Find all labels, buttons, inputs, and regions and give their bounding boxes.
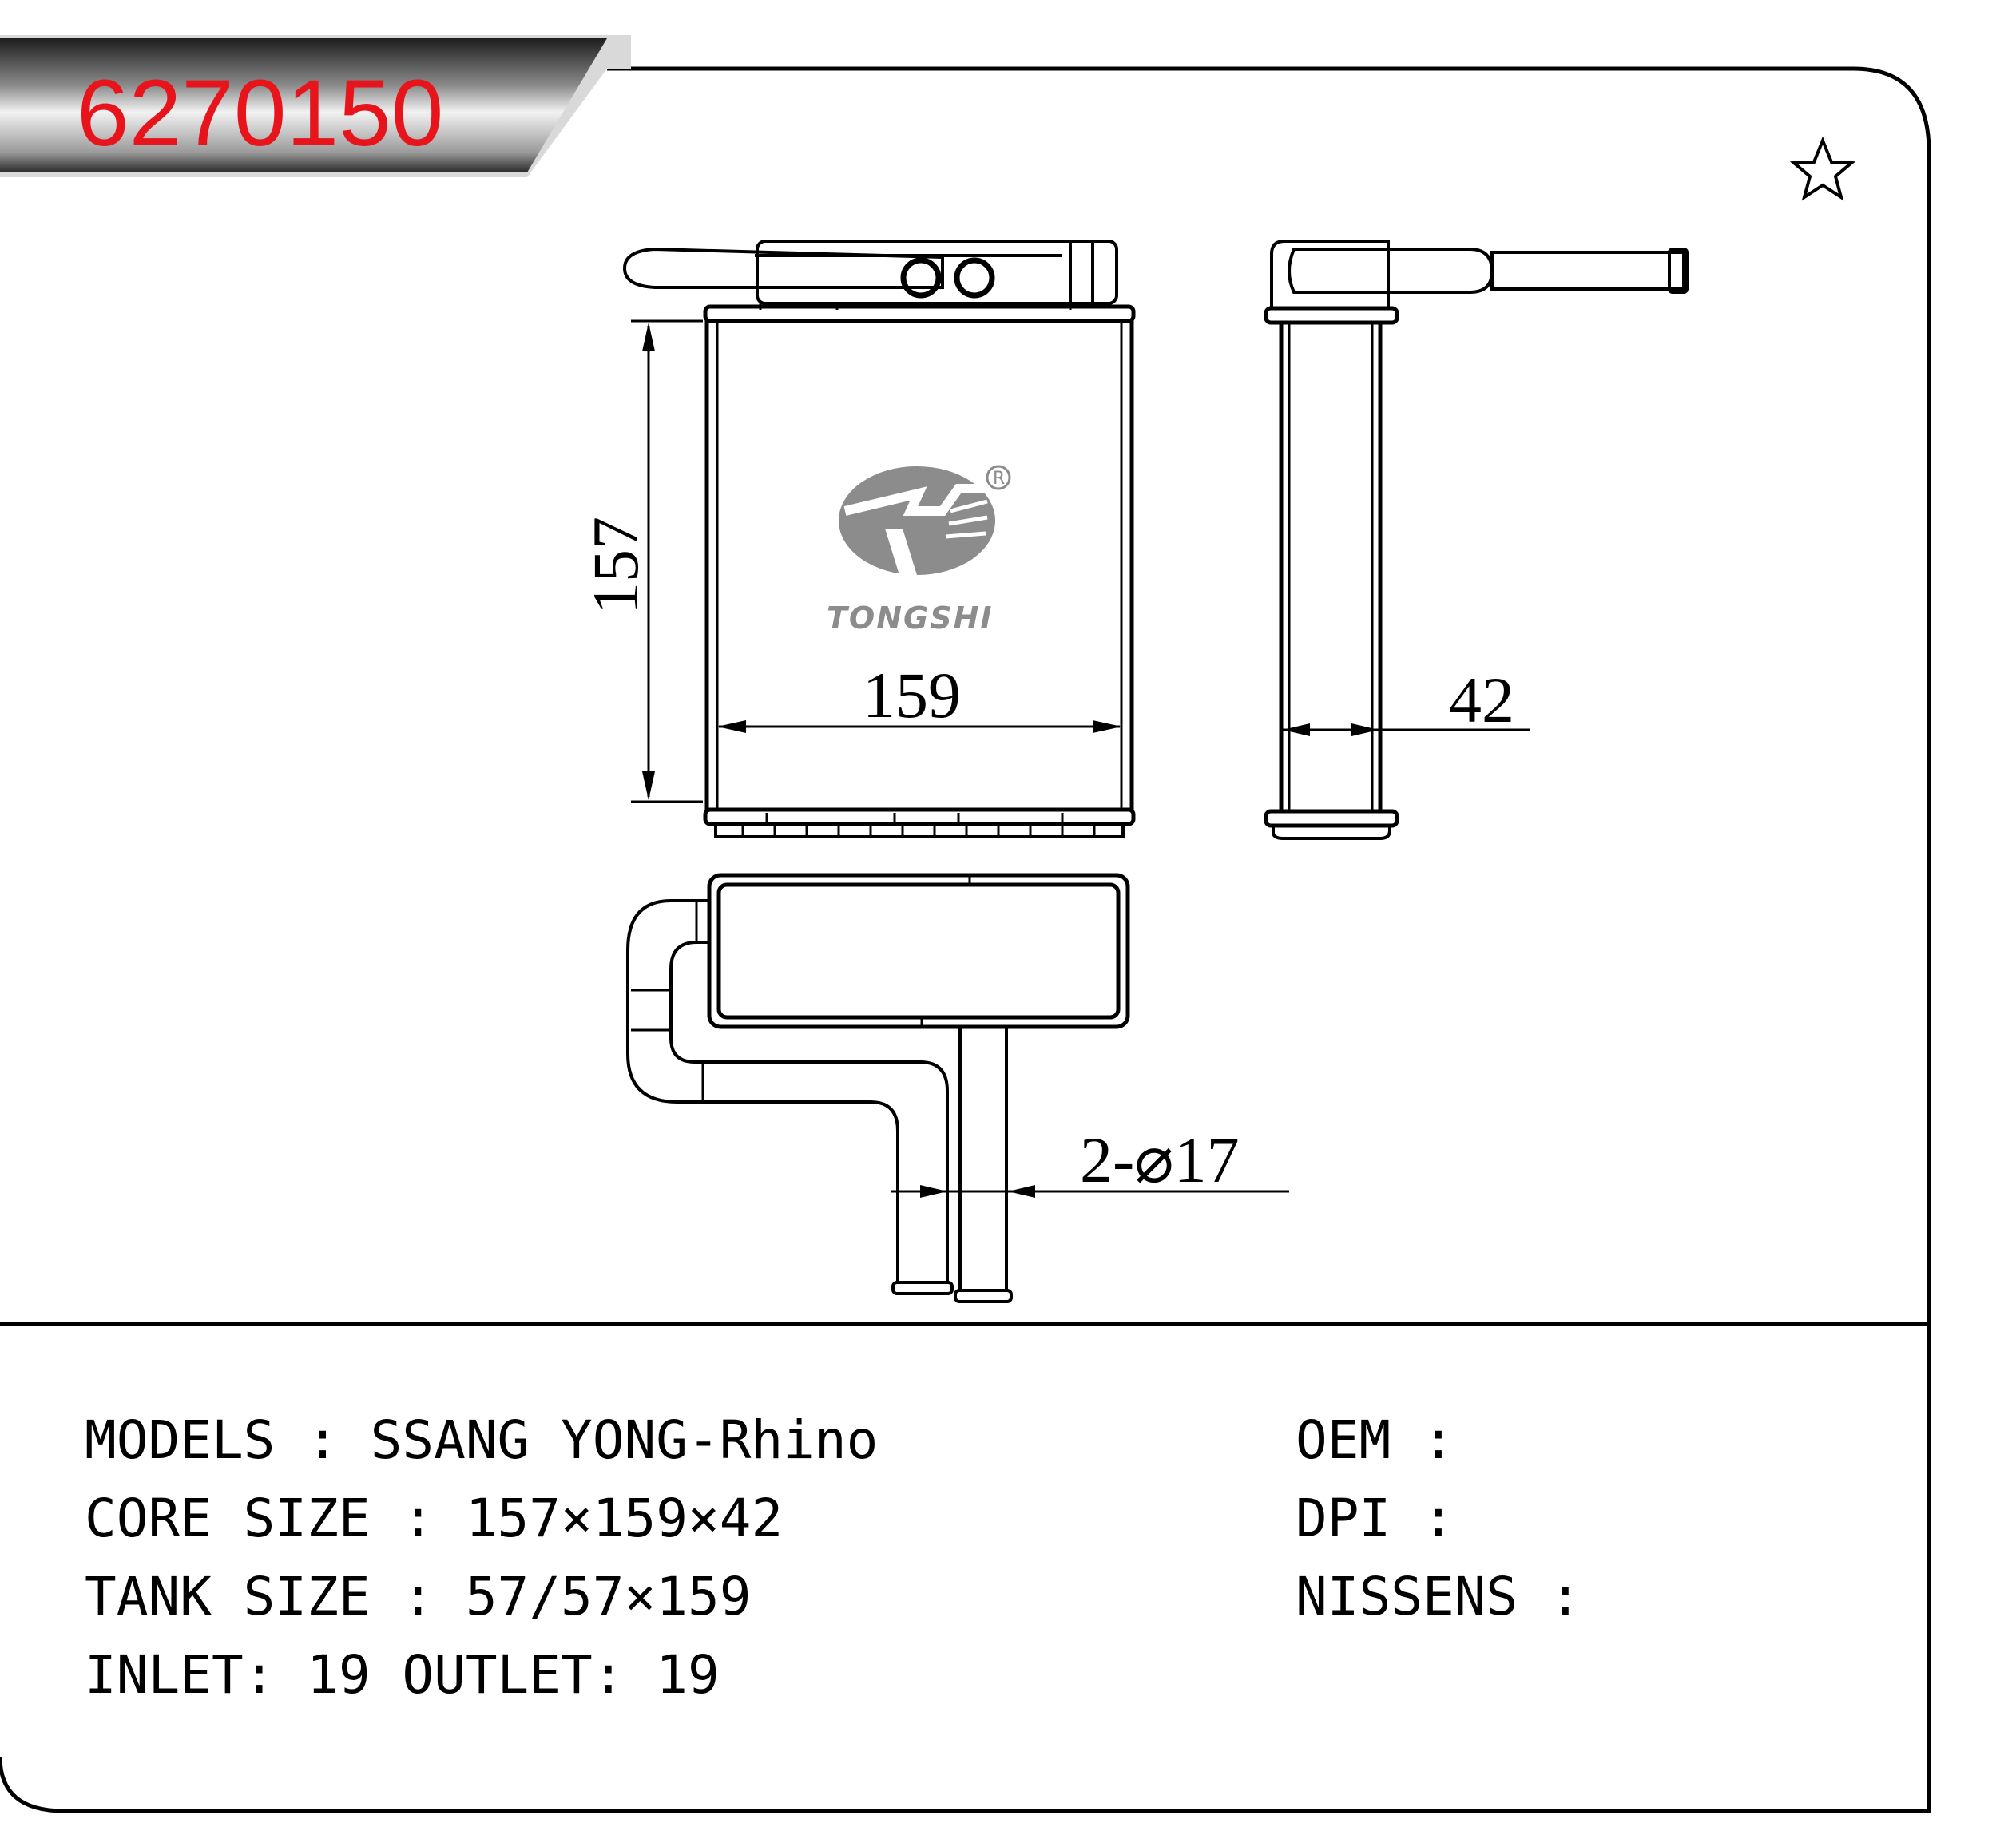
dimension-pipes: 2-⌀17	[891, 1124, 1289, 1198]
dimension-height: 157	[579, 319, 703, 803]
spec-models: MODELS : SSANG YONG-Rhino	[85, 1409, 878, 1471]
brand-name: TONGSHI	[827, 600, 994, 636]
dimension-width: 159	[717, 659, 1121, 733]
registered-mark: R	[993, 469, 1005, 489]
spec-dpi: DPI :	[1296, 1488, 1454, 1549]
dimension-width-value: 159	[863, 659, 961, 731]
tongshi-logo: R TONGSHI	[827, 465, 1011, 636]
spec-nissens: NISSENS :	[1296, 1566, 1581, 1627]
spec-inlet-outlet: INLET: 19 OUTLET: 19	[85, 1644, 720, 1706]
drawing-frame	[0, 66, 1931, 1813]
part-number: 6270150	[77, 61, 443, 166]
top-view	[626, 873, 1130, 1303]
front-view	[622, 240, 1136, 838]
spec-tank-size: TANK SIZE : 57/57×159	[85, 1566, 751, 1627]
part-number-tab: 6270150	[0, 35, 631, 177]
spec-core-size: CORE SIZE : 157×159×42	[85, 1488, 783, 1549]
star-outline-icon[interactable]	[1789, 136, 1856, 201]
side-view	[1264, 240, 1689, 840]
dimension-depth: 42	[1283, 664, 1530, 736]
spec-block: MODELS : SSANG YONG-Rhino CORE SIZE : 15…	[85, 1409, 1581, 1706]
spec-oem: OEM :	[1296, 1409, 1454, 1471]
dimension-pipes-value: 2-⌀17	[1080, 1124, 1240, 1196]
dimension-height-value: 157	[579, 517, 652, 615]
dimension-depth-value: 42	[1449, 664, 1514, 736]
